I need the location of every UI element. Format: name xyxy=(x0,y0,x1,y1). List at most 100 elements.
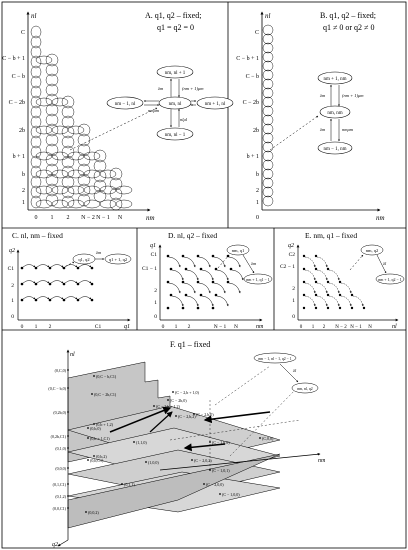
panel-f-point-dot xyxy=(191,459,193,461)
panel-f-point-label-16: (0,1,2) xyxy=(55,494,66,500)
panel-b-state-chain xyxy=(262,24,274,207)
panel-a-state xyxy=(30,115,42,129)
panel-d-transition xyxy=(186,269,199,281)
panel-b-state xyxy=(262,132,274,144)
panel-f-point-label-25: (C − 1,0,0) xyxy=(222,492,240,498)
panel-f-title: F. q1 – fixed xyxy=(170,340,210,349)
panel-f-point-label-2: (C − 2b,0) xyxy=(170,398,187,404)
panel-a-state xyxy=(30,125,42,139)
panel-a-state xyxy=(77,133,91,147)
panel-a-state xyxy=(61,115,75,129)
panel-a-transition xyxy=(67,125,85,135)
panel-e-title: E. nm, q1 – fixed xyxy=(305,231,357,240)
panel-a-x-tick-4: N − 1 xyxy=(96,215,110,221)
panel-f-point-dot xyxy=(67,387,69,389)
panel-a-state xyxy=(30,195,42,209)
panel-a-transition xyxy=(99,199,117,209)
panel-c-transition xyxy=(78,296,92,300)
panel-e-inset-bottom xyxy=(375,273,405,285)
panel-e-transition xyxy=(328,269,340,281)
panel-e-y-tick-1: C2 − 1 xyxy=(280,264,295,270)
panel-c-inset-rate: λm xyxy=(95,250,102,255)
panel-a-inset-rate-up: λm xyxy=(157,86,164,91)
panel-f-dash-3 xyxy=(229,384,301,457)
panel-c-x-tick-1: 1 xyxy=(35,324,38,330)
panel-f-inset-top xyxy=(253,352,297,364)
panel-d-state xyxy=(199,267,203,271)
panel-a-transition xyxy=(35,97,53,107)
panel-e-state xyxy=(302,293,306,297)
panel-f-point-label-0: (0,C,0) xyxy=(55,368,67,374)
panel-f-q2-label: q2 xyxy=(52,542,58,548)
panel-e-inset-rate: λl xyxy=(382,261,387,266)
panel-f-point-dot xyxy=(209,469,211,471)
panel-d-transition xyxy=(213,282,226,294)
panel-a-inset-rate-down: nlμl xyxy=(180,117,188,122)
panel-c-state xyxy=(34,266,38,270)
panel-f-point-label-30: (0,1,1) xyxy=(124,482,135,488)
panel-f-point-dot xyxy=(67,435,69,437)
panel-f-point-label-29: (1,0,0) xyxy=(148,460,159,466)
panel-f-q2-axis xyxy=(57,539,69,547)
panel-e-transition xyxy=(316,256,328,268)
panel-d-y-tick-2: 2 xyxy=(154,288,157,294)
panel-e-state xyxy=(338,293,342,297)
panel-a-inset-bottom-state xyxy=(156,127,194,141)
panel-d-title: D. nl, q2 – fixed xyxy=(168,231,217,240)
panel-b-inset-bottom-label: nm − 1, nm xyxy=(323,147,346,152)
panel-d-transition xyxy=(183,282,196,294)
panel-f-point-label-26: (C − 1,0,1) xyxy=(212,468,230,474)
panel-a: A. q1, q2 – fixed; q1 = q2 = 0 nl nm CC … xyxy=(2,11,234,222)
panel-f-point-label-3: (0,2b,0) xyxy=(53,410,66,416)
panel-e-state xyxy=(326,306,330,310)
panel-c-state xyxy=(76,298,80,302)
panel-d-y-tick-4: 0 xyxy=(154,314,157,320)
panel-f-inset-arrow xyxy=(279,363,299,383)
panel-c-state xyxy=(20,298,24,302)
panel-f-point-dot xyxy=(67,507,69,509)
panel-e-state xyxy=(350,293,354,297)
panel-c-state xyxy=(34,282,38,286)
panel-d-inset-bottom xyxy=(243,273,273,285)
panel-d-inset-rate: λm xyxy=(250,261,257,266)
panel-b-title-line2: q1 ≠ 0 or q2 ≠ 0 xyxy=(323,23,374,32)
panel-a-inset-top-label: nm, nl + 1 xyxy=(165,71,186,76)
panel-a-inset: nm, nl + 1 nm, nl nm − 1, nl nm + 1, nl … xyxy=(69,65,234,151)
panel-a-transition xyxy=(51,169,69,179)
panel-d-state xyxy=(181,254,185,258)
panel-f-point-label-13: (0,0,C1) xyxy=(53,506,67,512)
panel-d-transition xyxy=(216,269,229,281)
panel-c-transition xyxy=(64,296,78,300)
panel-a-state xyxy=(30,25,42,39)
panel-a-state xyxy=(30,65,42,79)
panel-f-point-dot xyxy=(93,423,95,425)
panel-d-y-axis-label: q1 xyxy=(150,243,156,249)
panel-f-point-label-5: (0,1,0) xyxy=(55,446,66,452)
panel-e-x-tick-4: N − 1 xyxy=(350,325,362,330)
panel-a-x-tick-1: 1 xyxy=(51,215,54,221)
panel-d-state xyxy=(226,280,230,284)
panel-f-point-dot xyxy=(175,415,177,417)
panel-f-point-dot xyxy=(259,437,261,439)
panel-d-inset-arrow xyxy=(242,254,255,274)
panel-f-point-label-4: (0,b,0) xyxy=(90,426,101,432)
panel-a-state xyxy=(45,183,59,197)
panel-f-point-dot xyxy=(193,413,195,415)
panel-e-state xyxy=(338,306,342,310)
panel-e-transition xyxy=(316,269,328,281)
panel-d-state xyxy=(199,293,203,297)
panel-f-point-label-27: (C,0,0) xyxy=(262,436,274,442)
panel-a-state xyxy=(61,105,75,119)
panel-f-point-label-20: (C − 2,0,2) xyxy=(194,458,212,464)
panel-b-y-tick-3: C − 2b xyxy=(243,100,259,106)
panel-f-inset-bottom-label: nm, nl, q2 xyxy=(297,387,313,392)
panel-b-inset-middle-state xyxy=(319,105,351,119)
panel-a-transition xyxy=(51,185,69,195)
panel-d-state xyxy=(166,280,170,284)
panel-b-title-line1: B. q1, q2 – fixed; xyxy=(320,11,376,20)
